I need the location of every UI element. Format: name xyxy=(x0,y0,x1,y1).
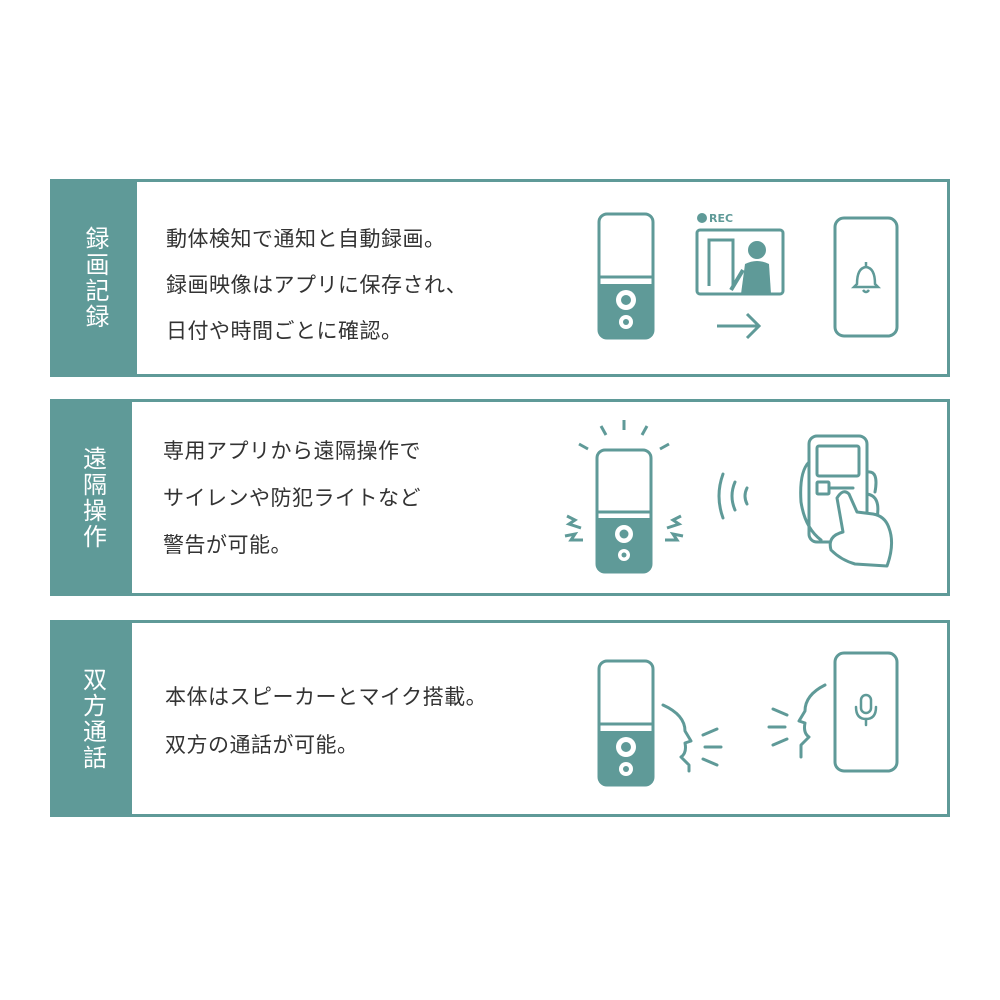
hand-phone-icon xyxy=(799,434,894,568)
feature-description: 本体はスピーカーとマイク搭載。 双方の通話が可能。 xyxy=(165,673,487,769)
feature-description: 専用アプリから遠隔操作で サイレンや防犯ライトなど 警告が可能。 xyxy=(163,428,421,569)
feature-label: 双方通話 xyxy=(78,666,107,771)
feature-tab-recording: 録画記録 xyxy=(53,182,137,374)
description-line: 警告が可能。 xyxy=(163,533,292,557)
rec-label: REC xyxy=(709,212,733,225)
feature-panel-remote: 遠隔操作 専用アプリから遠隔操作で サイレンや防犯ライトなど 警告が可能。 xyxy=(50,399,950,596)
feature-label: 遠隔操作 xyxy=(78,445,107,550)
wireless-signal-icon xyxy=(717,472,749,520)
speaking-face-icon xyxy=(661,703,723,773)
arrow-right-icon xyxy=(717,312,762,340)
feature-panel-intercom: 双方通話 本体はスピーカーとマイク搭載。 双方の通話が可能。 xyxy=(50,620,950,817)
recording-monitor-icon: REC xyxy=(695,212,785,340)
description-line: サイレンや防犯ライトなど xyxy=(163,486,421,510)
description-line: 双方の通話が可能。 xyxy=(165,733,359,757)
description-line: 専用アプリから遠隔操作で xyxy=(163,439,421,463)
feature-tab-intercom: 双方通話 xyxy=(53,623,132,814)
alarm-doorbell-icon xyxy=(564,420,684,574)
feature-panel-recording: 録画記録 動体検知で通知と自動録画。 録画映像はアプリに保存され、 日付や時間ご… xyxy=(50,179,950,377)
smartphone-mic-icon xyxy=(833,651,899,773)
description-line: 動体検知で通知と自動録画。 xyxy=(166,227,446,251)
description-line: 日付や時間ごとに確認。 xyxy=(166,319,403,343)
feature-description: 動体検知で通知と自動録画。 録画映像はアプリに保存され、 日付や時間ごとに確認。 xyxy=(166,216,467,354)
description-line: 録画映像はアプリに保存され、 xyxy=(166,273,468,297)
smartphone-bell-icon xyxy=(833,216,899,338)
feature-label: 録画記録 xyxy=(81,226,109,330)
description-line: 本体はスピーカーとマイク搭載。 xyxy=(165,685,488,709)
doorbell-camera-icon xyxy=(597,212,655,340)
feature-tab-remote: 遠隔操作 xyxy=(53,402,132,593)
doorbell-camera-icon xyxy=(597,659,655,787)
speaking-face-icon xyxy=(767,683,827,759)
